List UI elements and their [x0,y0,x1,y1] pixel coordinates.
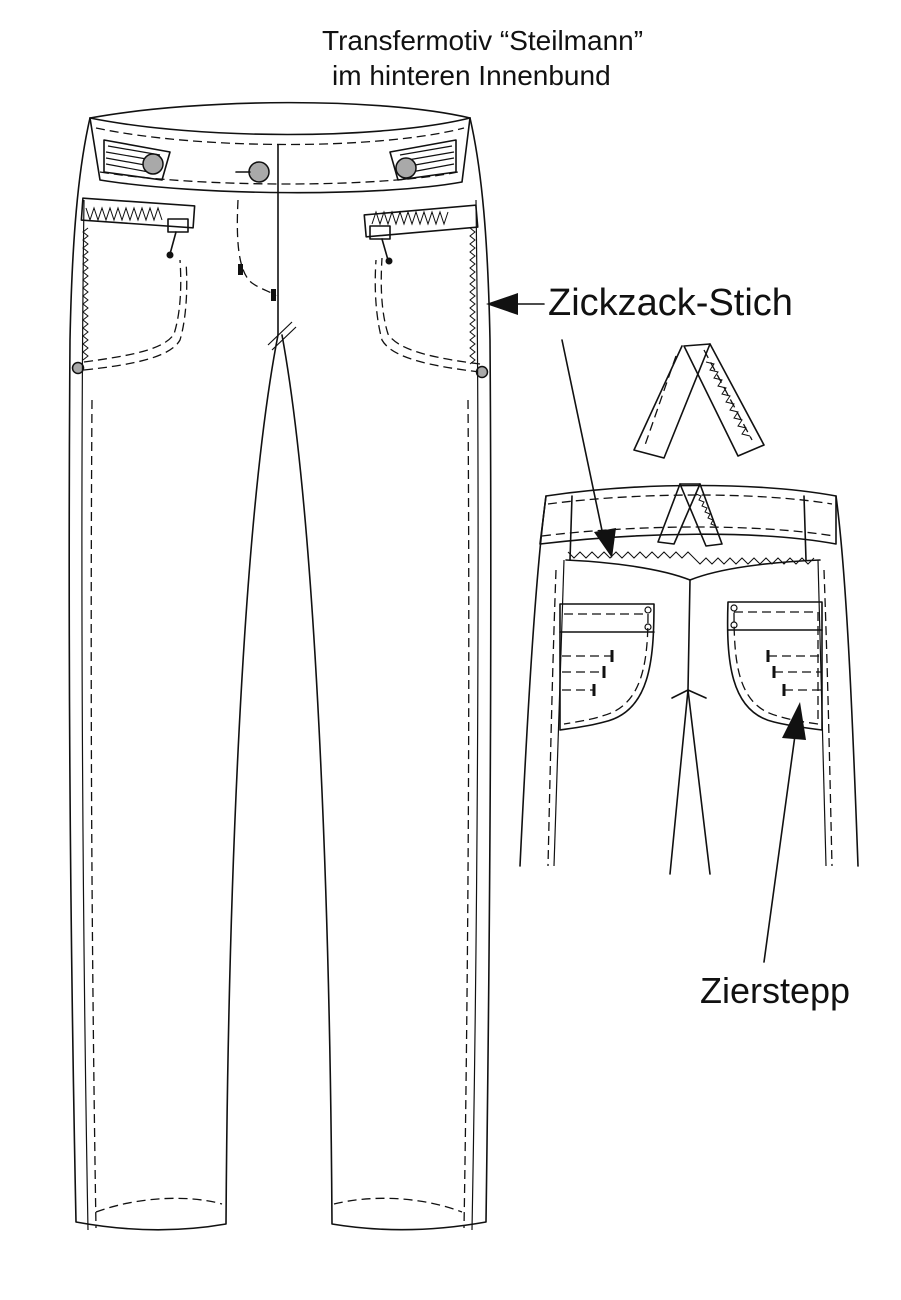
front-waistband [89,101,471,194]
transfer-note-line1: Transfermotiv “Steilmann” [322,25,644,56]
front-right-tab-button [395,157,417,179]
back-view [519,343,859,875]
zigzag-pointer-front [486,293,545,315]
topstitch-pointer [763,702,806,963]
front-view [68,101,492,1231]
transfer-note-line2: im hinteren Innenbund [332,60,611,91]
front-right-leg [281,117,492,1231]
back-right-pocket [726,601,823,731]
zigzag-stitch-label: Zickzack-Stich [548,282,793,324]
back-left-pocket [559,603,655,731]
topstitch-label: Zierstepp [700,970,851,1011]
front-center-button [248,161,270,183]
front-left-tab-button [142,153,164,175]
zigzag-pointer-back [561,339,616,558]
front-left-leg [68,117,279,1231]
back-waistband [539,484,837,545]
